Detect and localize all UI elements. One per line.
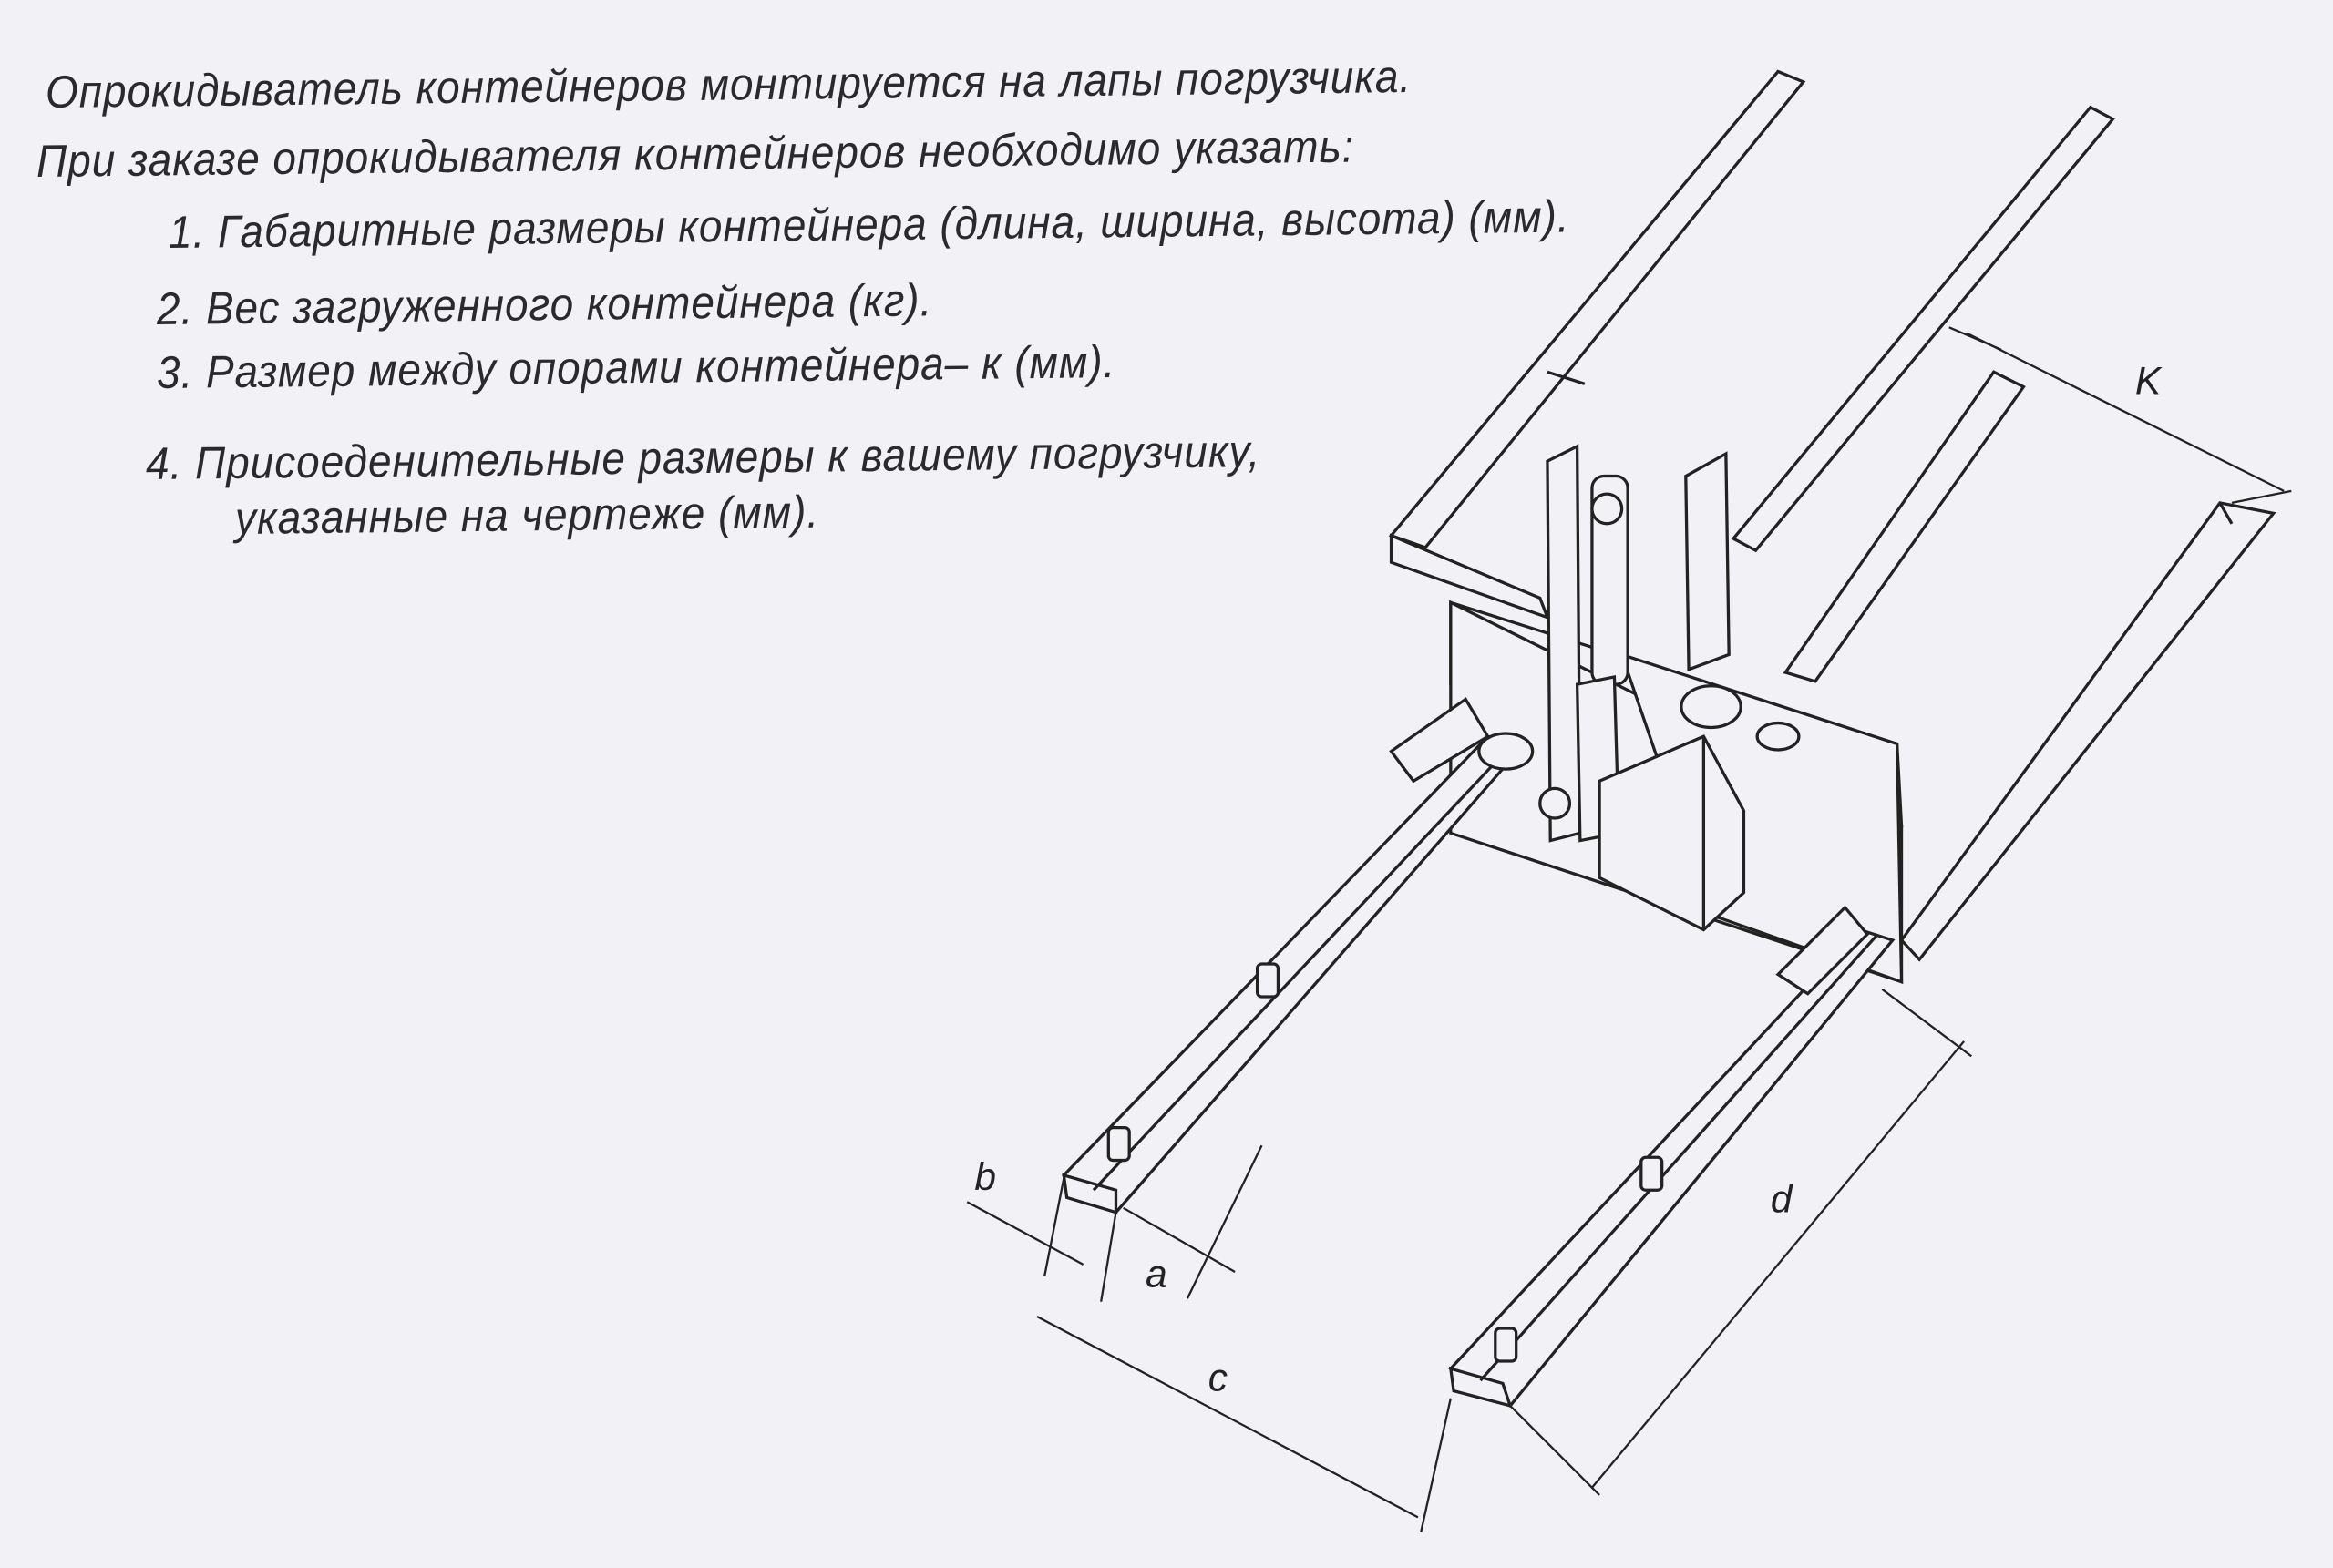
dimension-label-k: K — [2135, 360, 2163, 403]
dimension-c: c — [1036, 1315, 1452, 1532]
dimension-b: b — [966, 1155, 1117, 1302]
dimension-k: K — [1948, 326, 2292, 505]
bolts — [1106, 962, 1664, 1363]
dimension-label-b: b — [974, 1155, 996, 1198]
upper-frame — [1388, 69, 2115, 620]
dimension-label-a: a — [1146, 1252, 1167, 1295]
front-fork-right — [1448, 905, 1896, 1409]
rear-tine-left — [1783, 370, 2026, 683]
dimension-label-c: c — [1208, 1357, 1228, 1399]
front-fork-left — [1061, 697, 1524, 1214]
dimension-label-d: d — [1771, 1178, 1793, 1221]
rear-tine-right — [1899, 501, 2276, 962]
dimension-d: d — [1509, 988, 1972, 1496]
lifting-mechanism — [1477, 444, 1801, 932]
dimension-a: a — [1123, 1144, 1263, 1299]
